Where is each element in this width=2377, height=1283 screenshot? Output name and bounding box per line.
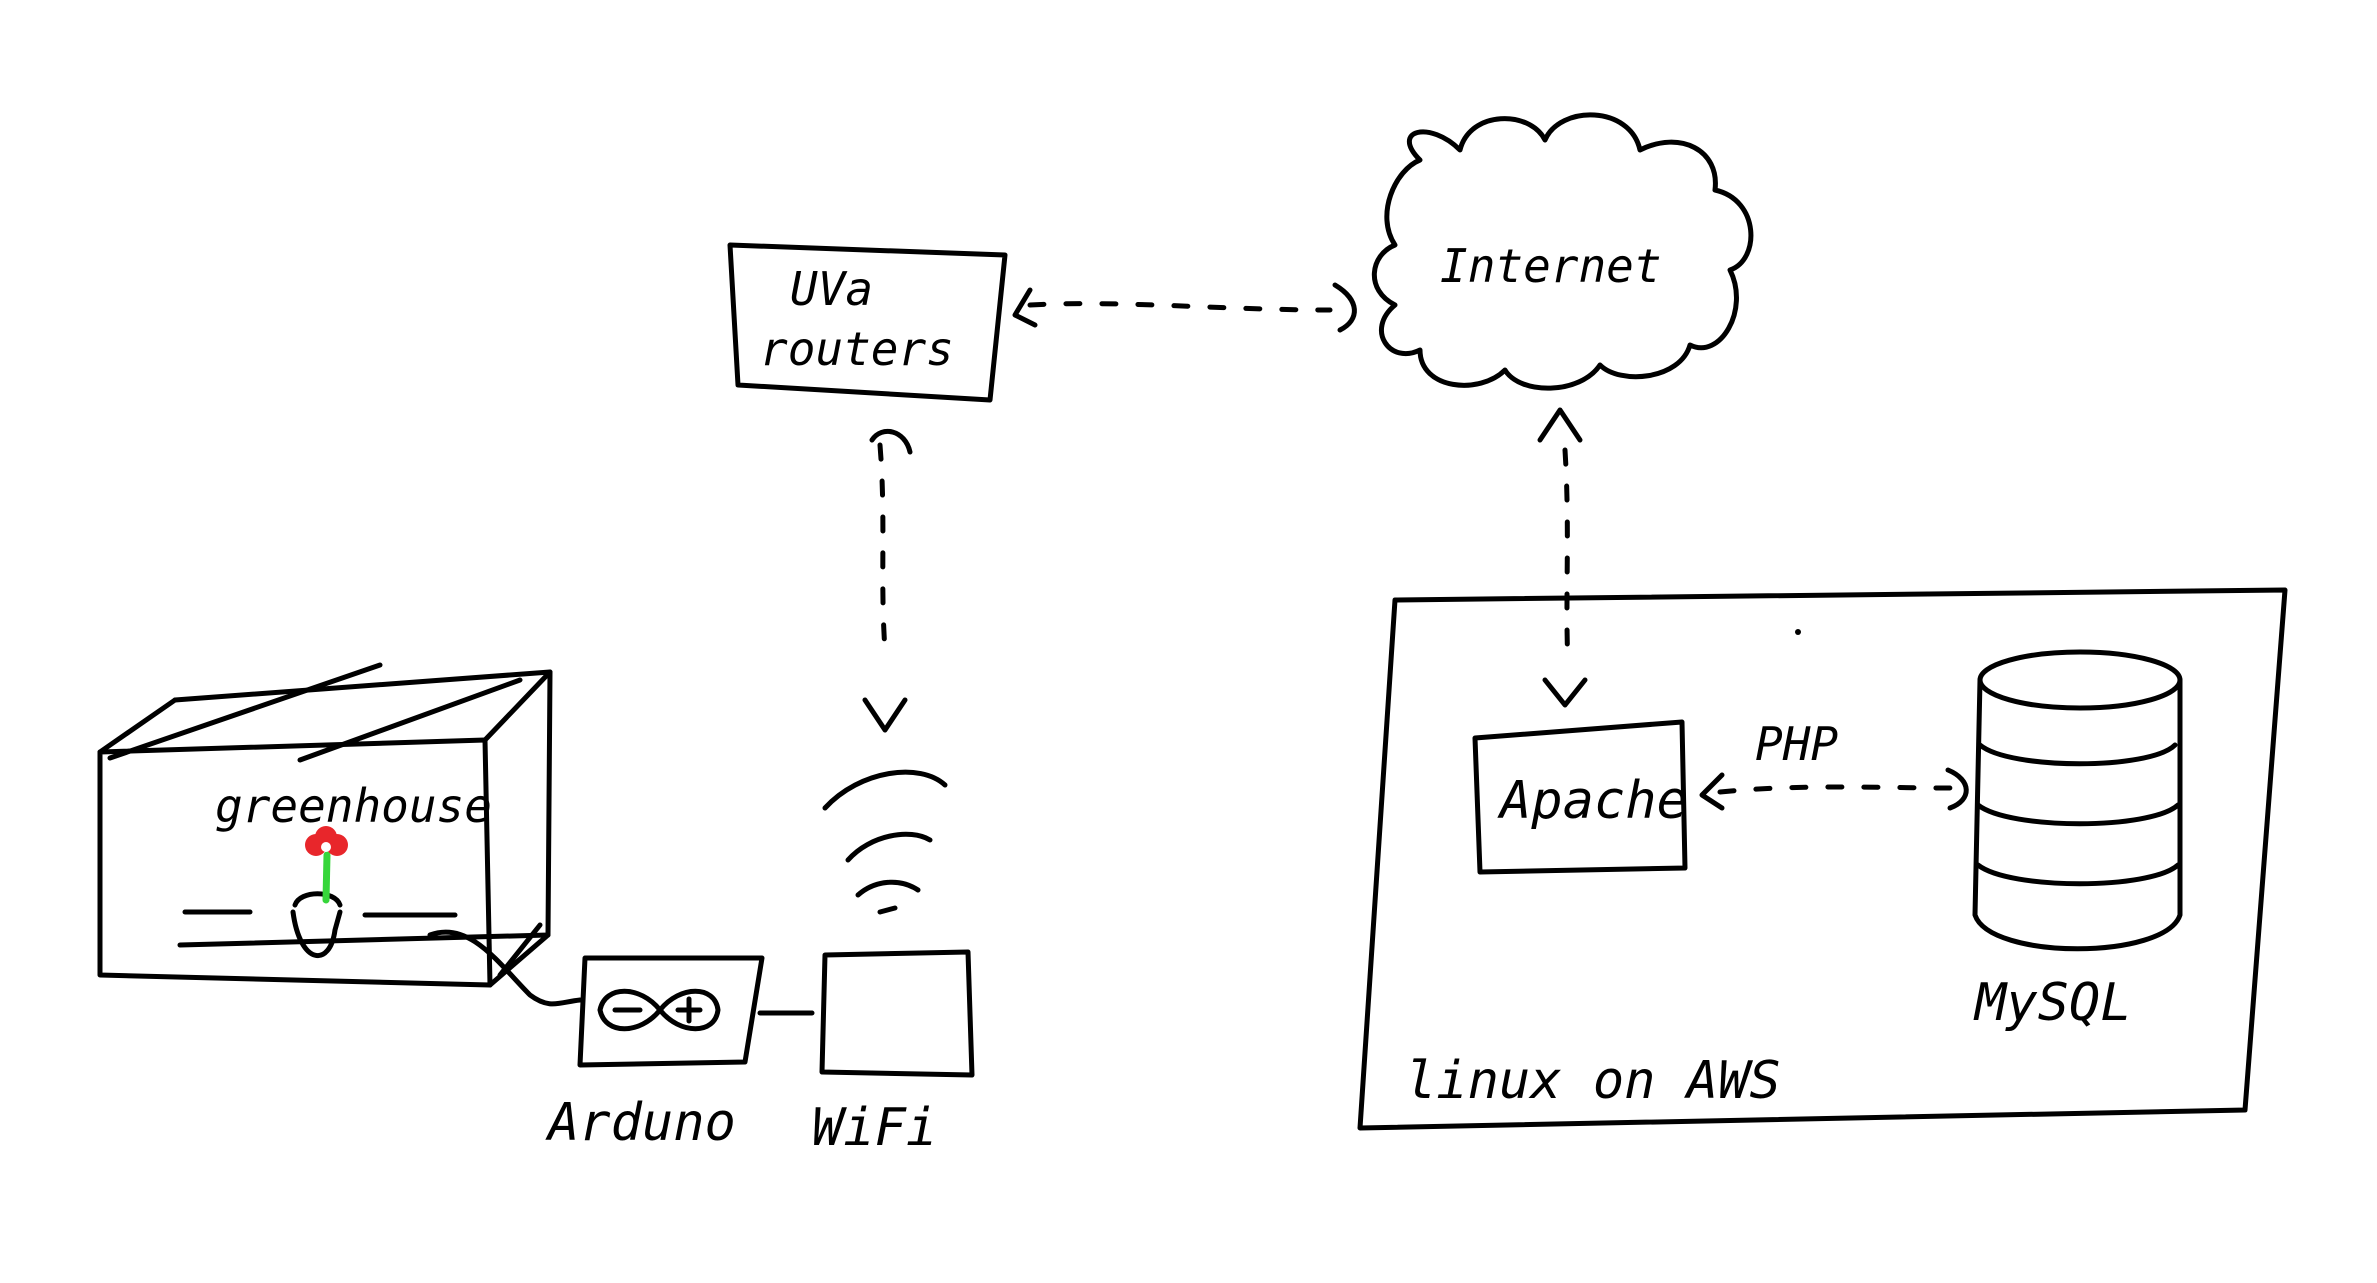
flower-icon xyxy=(305,826,348,856)
uva-routers-node: UVa routers xyxy=(727,242,1008,403)
greenhouse-label: greenhouse xyxy=(215,779,492,833)
wifi-uva-link xyxy=(862,429,913,733)
arduino-logo-icon xyxy=(597,988,721,1032)
wifi-label: WiFi xyxy=(812,1098,937,1158)
internet-label: Internet xyxy=(1440,239,1662,293)
apache-node: Apache xyxy=(1472,719,1688,875)
php-label: PHP xyxy=(1755,717,1838,771)
database-icon xyxy=(1972,649,2183,952)
wifi-signal-icon xyxy=(822,769,948,915)
aws-label: linux on AWS xyxy=(1405,1051,1781,1111)
uva-routers-label-line2: routers xyxy=(760,322,954,376)
plant-stem xyxy=(322,851,331,904)
arduino-node: Arduno xyxy=(545,955,765,1153)
mysql-label: MySQL xyxy=(1973,973,2132,1033)
apache-mysql-link: PHP xyxy=(1699,717,1969,811)
apache-label: Apache xyxy=(1497,771,1688,831)
internet-apache-link xyxy=(1537,407,1588,708)
internet-node: Internet xyxy=(1371,112,1754,391)
wifi-node: WiFi xyxy=(812,769,975,1158)
uva-internet-link xyxy=(1012,282,1357,333)
arduino-label: Arduno xyxy=(545,1093,736,1153)
mysql-node: MySQL xyxy=(1972,649,2183,1033)
aws-container: linux on AWS xyxy=(1357,587,2288,1131)
uva-routers-label-line1: UVa xyxy=(790,262,873,316)
greenhouse-node: greenhouse xyxy=(97,662,583,1007)
